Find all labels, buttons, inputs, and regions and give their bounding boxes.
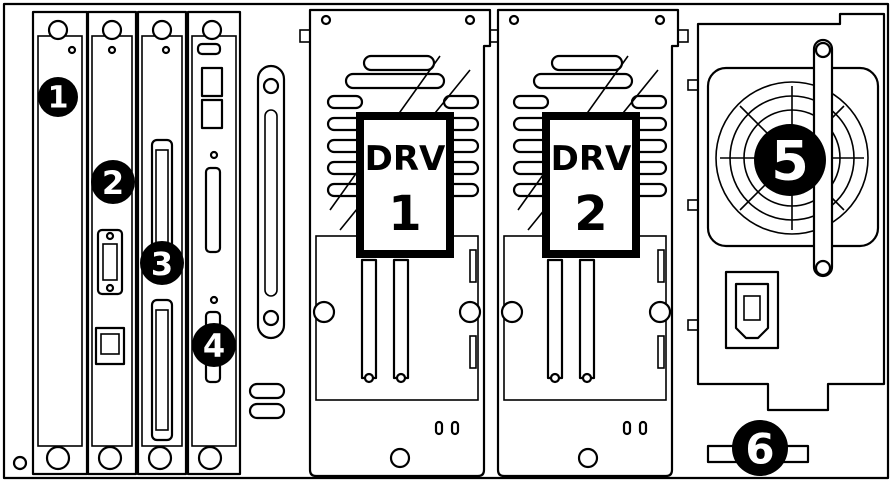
card-slot-2 xyxy=(86,10,138,476)
callout-1: 1 xyxy=(38,77,78,117)
drive-sled-2: DRV 2 xyxy=(496,8,689,478)
svg-text:4: 4 xyxy=(203,327,225,365)
svg-text:2: 2 xyxy=(102,164,124,202)
chassis-screw xyxy=(12,455,28,471)
drive-1-number: 1 xyxy=(388,186,421,242)
led-strip xyxy=(196,42,222,56)
drive-sled-1: DRV 1 xyxy=(299,8,499,478)
serial-port xyxy=(96,228,124,296)
card-slot-4 xyxy=(186,10,242,476)
callout-2: 2 xyxy=(91,160,135,204)
drive-2-label: DRV xyxy=(551,139,632,179)
scsi-connector xyxy=(204,166,222,254)
power-supply xyxy=(687,12,886,412)
callout-3: 3 xyxy=(140,241,184,285)
svg-text:6: 6 xyxy=(745,425,774,474)
vent-slot xyxy=(248,402,286,420)
svg-text:3: 3 xyxy=(151,245,173,283)
vent-slot xyxy=(248,382,286,400)
sfp-port-upper xyxy=(200,66,224,98)
svg-text:1: 1 xyxy=(48,81,69,116)
drive-2-number: 2 xyxy=(574,186,607,242)
callout-4: 4 xyxy=(192,323,236,367)
chassis-handle xyxy=(256,64,286,340)
scsi-connector-lower xyxy=(150,298,174,442)
sfp-port-lower xyxy=(200,98,224,130)
drive-1-label: DRV xyxy=(365,139,446,179)
svg-text:5: 5 xyxy=(771,130,809,193)
callout-6: 6 xyxy=(732,420,788,476)
callout-5: 5 xyxy=(754,124,826,196)
